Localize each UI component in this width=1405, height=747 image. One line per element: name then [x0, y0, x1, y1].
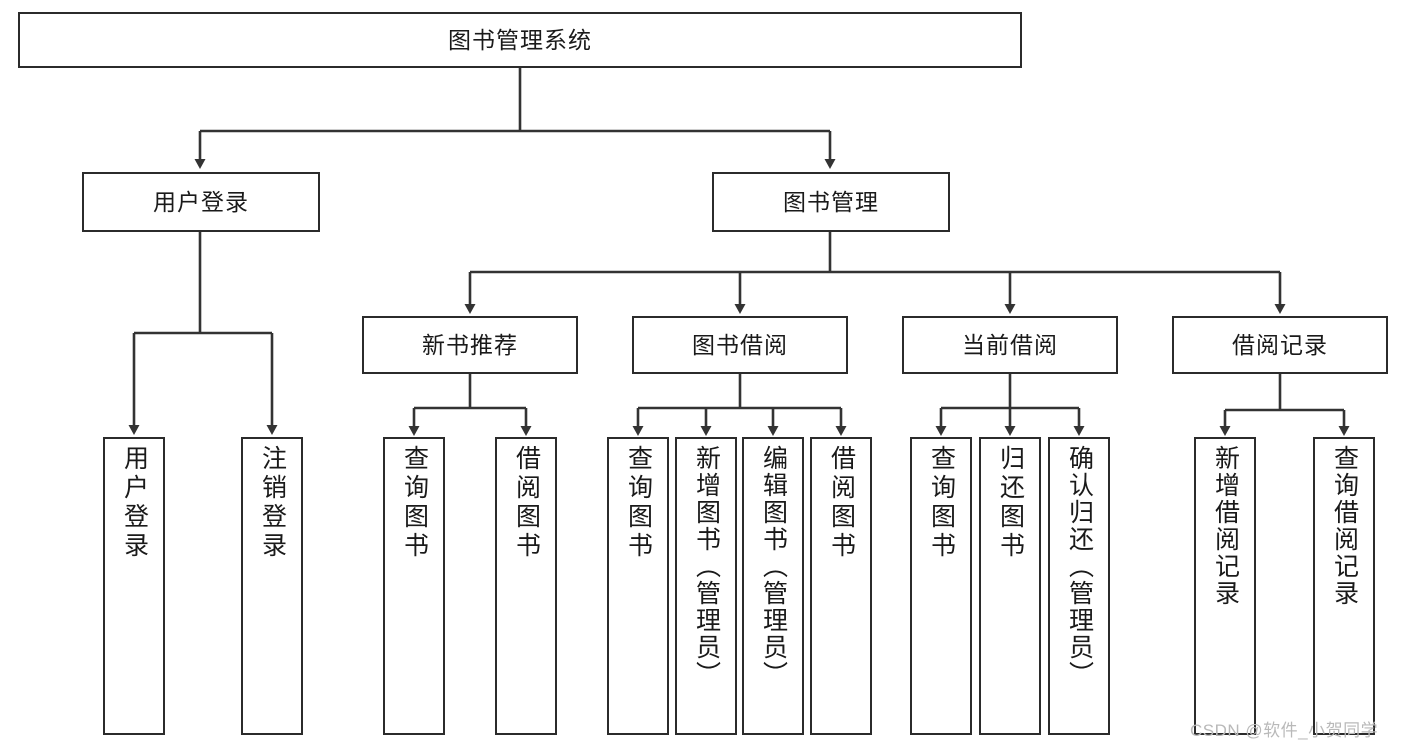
- node-label: 新增借阅记录: [1211, 445, 1240, 607]
- connector-group-current-borrow: [935, 374, 1085, 436]
- leaf-add-book-admin[interactable]: 新增图书（管理员）: [675, 437, 737, 735]
- node-label: 新增图书（管理员）: [692, 445, 721, 688]
- node-label: 归还图书: [996, 445, 1025, 561]
- leaf-confirm-return-admin[interactable]: 确认归还（管理员）: [1048, 437, 1110, 735]
- leaf-query-book-borrow[interactable]: 查询图书: [607, 437, 669, 735]
- node-current-borrow[interactable]: 当前借阅: [902, 316, 1118, 374]
- node-label: 注销登录: [258, 445, 287, 561]
- watermark-text: CSDN @软件_小贺同学: [1190, 721, 1379, 740]
- node-label: 借阅记录: [1232, 331, 1328, 358]
- leaf-add-borrow-record[interactable]: 新增借阅记录: [1194, 437, 1256, 735]
- node-new-book-recommend[interactable]: 新书推荐: [362, 316, 578, 374]
- node-label: 图书管理: [783, 188, 879, 215]
- node-label: 用户登录: [153, 188, 249, 215]
- node-book-borrow[interactable]: 图书借阅: [632, 316, 848, 374]
- node-label: 编辑图书（管理员）: [759, 445, 788, 688]
- node-label: 查询图书: [927, 445, 956, 561]
- leaf-query-book-current[interactable]: 查询图书: [910, 437, 972, 735]
- leaf-edit-book-admin[interactable]: 编辑图书（管理员）: [742, 437, 804, 735]
- leaf-query-borrow-record[interactable]: 查询借阅记录: [1313, 437, 1375, 735]
- node-label: 确认归还（管理员）: [1065, 445, 1094, 688]
- connector-group-root: [194, 68, 836, 169]
- node-user-login[interactable]: 用户登录: [82, 172, 320, 232]
- node-label: 图书借阅: [692, 331, 788, 358]
- node-label: 查询借阅记录: [1330, 445, 1359, 607]
- node-label: 用户登录: [120, 445, 149, 561]
- connector-group-book-manage: [464, 232, 1286, 314]
- leaf-query-book-recommend[interactable]: 查询图书: [383, 437, 445, 735]
- node-book-management[interactable]: 图书管理: [712, 172, 950, 232]
- leaf-user-login[interactable]: 用户登录: [103, 437, 165, 735]
- node-label: 查询图书: [624, 445, 653, 561]
- node-label: 当前借阅: [962, 331, 1058, 358]
- node-borrow-record[interactable]: 借阅记录: [1172, 316, 1388, 374]
- node-label: 图书管理系统: [448, 26, 592, 53]
- node-label: 新书推荐: [422, 331, 518, 358]
- connector-group-borrow-record: [1219, 374, 1350, 436]
- leaf-borrow-book[interactable]: 借阅图书: [810, 437, 872, 735]
- node-label: 借阅图书: [512, 445, 541, 561]
- connector-group-user-login: [128, 232, 278, 435]
- connector-group-new-book: [408, 374, 532, 436]
- connector-group-book-borrow: [632, 374, 847, 436]
- node-label: 借阅图书: [827, 445, 856, 561]
- node-root-system[interactable]: 图书管理系统: [18, 12, 1022, 68]
- leaf-return-book[interactable]: 归还图书: [979, 437, 1041, 735]
- node-label: 查询图书: [400, 445, 429, 561]
- leaf-logout[interactable]: 注销登录: [241, 437, 303, 735]
- leaf-borrow-book-recommend[interactable]: 借阅图书: [495, 437, 557, 735]
